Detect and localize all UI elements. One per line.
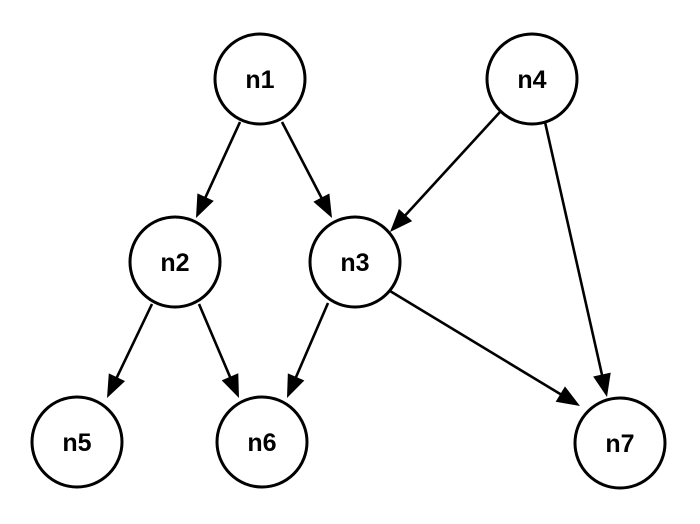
node-circle[interactable]: [215, 395, 309, 489]
node-circle[interactable]: [213, 32, 307, 126]
edge-line: [203, 121, 242, 201]
node-label: n5: [62, 429, 91, 457]
node-circle[interactable]: [485, 32, 579, 126]
node-circle[interactable]: [30, 395, 124, 489]
arrowhead-icon: [313, 193, 332, 218]
graph-node-n6[interactable]: n6: [215, 395, 309, 489]
edge-n1-to-n2: [196, 121, 242, 218]
edge-n3-to-n7: [389, 289, 580, 406]
graph-node-n2[interactable]: n2: [128, 215, 222, 309]
edge-line: [197, 303, 233, 381]
node-label: n3: [340, 249, 369, 277]
nodes-layer: n1 n2 n3 n4 n5 n6 n7: [30, 32, 667, 490]
edge-line: [293, 302, 330, 381]
graph-node-n3[interactable]: n3: [308, 215, 402, 309]
edge-line: [389, 289, 564, 397]
edge-line: [543, 121, 604, 378]
arrowhead-icon: [107, 373, 126, 398]
arrowhead-icon: [287, 373, 305, 398]
edge-n3-to-n6: [287, 302, 330, 398]
arrowhead-icon: [390, 208, 413, 232]
edge-line: [114, 303, 154, 381]
edge-n2-to-n5: [107, 303, 154, 398]
arrowhead-icon: [555, 386, 580, 406]
edge-n4-to-n3: [390, 111, 501, 232]
node-label: n4: [517, 66, 546, 94]
graph-node-n4[interactable]: n4: [485, 32, 579, 126]
node-circle[interactable]: [308, 215, 402, 309]
arrowhead-icon: [221, 373, 239, 398]
edge-n2-to-n6: [197, 303, 239, 398]
node-label: n7: [605, 430, 634, 458]
arrowhead-icon: [196, 193, 214, 218]
node-circle[interactable]: [128, 215, 222, 309]
graph-node-n7[interactable]: n7: [573, 396, 667, 490]
node-circle[interactable]: [573, 396, 667, 490]
edge-n1-to-n3: [280, 121, 332, 218]
edge-line: [402, 111, 501, 219]
node-label: n6: [247, 429, 276, 457]
graph-node-n1[interactable]: n1: [213, 32, 307, 126]
graph-node-n5[interactable]: n5: [30, 395, 124, 489]
node-label: n2: [160, 249, 189, 277]
node-label: n1: [245, 66, 274, 94]
edge-line: [280, 121, 324, 201]
edge-n4-to-n7: [543, 121, 611, 397]
arrowhead-icon: [593, 372, 611, 397]
edges-layer: [107, 111, 611, 406]
